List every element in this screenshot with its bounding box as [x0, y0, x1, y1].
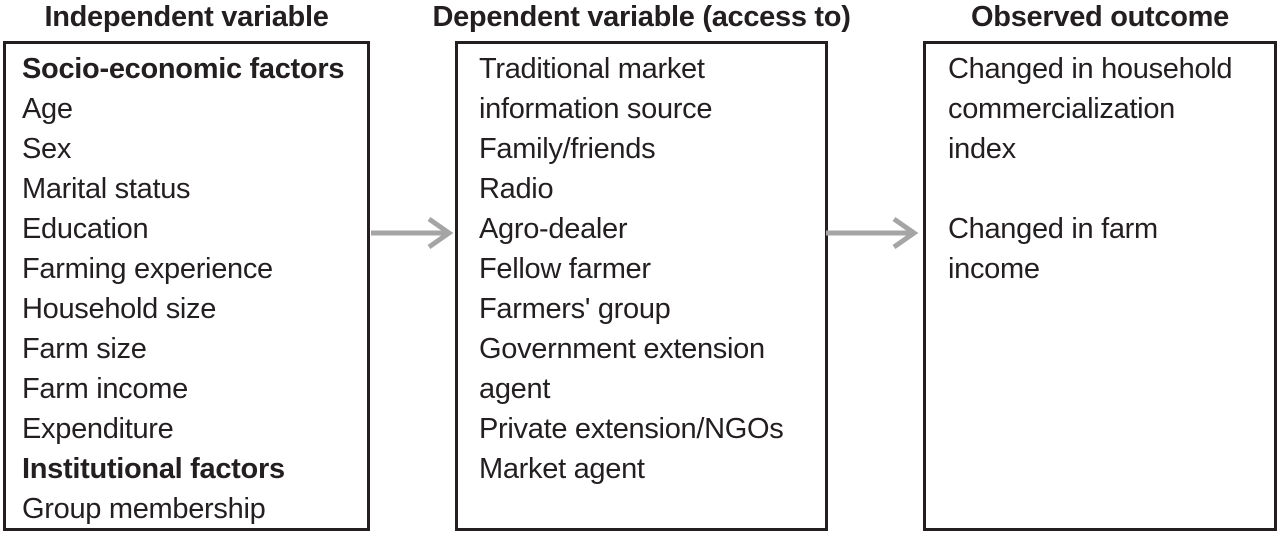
box-item: Changed in household commercialization i…	[948, 53, 1233, 165]
box-item: Group membership	[22, 493, 266, 525]
arrow-right-icon	[826, 216, 919, 250]
box-item: Farm income	[22, 373, 188, 405]
box-item: Household size	[22, 293, 217, 325]
arrow-head	[427, 216, 454, 250]
box-item: Farmers' group	[479, 293, 671, 325]
box-item: Family/friends	[479, 133, 656, 165]
column-header-dependent-variable: Dependent variable (access to)	[432, 1, 851, 33]
box-item: Government extension agent	[479, 333, 765, 405]
box-content: Traditional market information source Fa…	[458, 44, 825, 489]
column-header-independent-variable: Independent variable	[44, 1, 329, 33]
box-item: Marital status	[22, 173, 191, 205]
box-item: Expenditure	[22, 413, 174, 445]
box-content: Changed in household commercialization i…	[926, 44, 1274, 289]
box-item: Institutional factors	[22, 453, 285, 485]
box-item: Radio	[479, 173, 554, 205]
column-header-observed-outcome: Observed outcome	[971, 1, 1229, 33]
box-independent-variable: Socio-economic factors Age Sex Marital s…	[3, 41, 370, 531]
box-item: Market agent	[479, 453, 645, 485]
box-content: Socio-economic factors Age Sex Marital s…	[6, 44, 367, 529]
box-item: Education	[22, 213, 149, 245]
arrow-right-icon	[371, 216, 454, 250]
box-item: Age	[22, 93, 73, 125]
box-item: Changed in farm income	[948, 213, 1158, 285]
box-item: Private extension/NGOs	[479, 413, 784, 445]
box-item: Agro-dealer	[479, 213, 628, 245]
box-item: Traditional market information source	[479, 53, 713, 125]
box-observed-outcome: Changed in household commercialization i…	[923, 41, 1277, 531]
box-item: Farming experience	[22, 253, 273, 285]
box-item: Socio-economic factors	[22, 53, 345, 85]
box-item: Sex	[22, 133, 72, 165]
arrow-head	[892, 216, 919, 250]
box-item: Farm size	[22, 333, 147, 365]
box-dependent-variable: Traditional market information source Fa…	[455, 41, 828, 531]
box-item: Fellow farmer	[479, 253, 651, 285]
